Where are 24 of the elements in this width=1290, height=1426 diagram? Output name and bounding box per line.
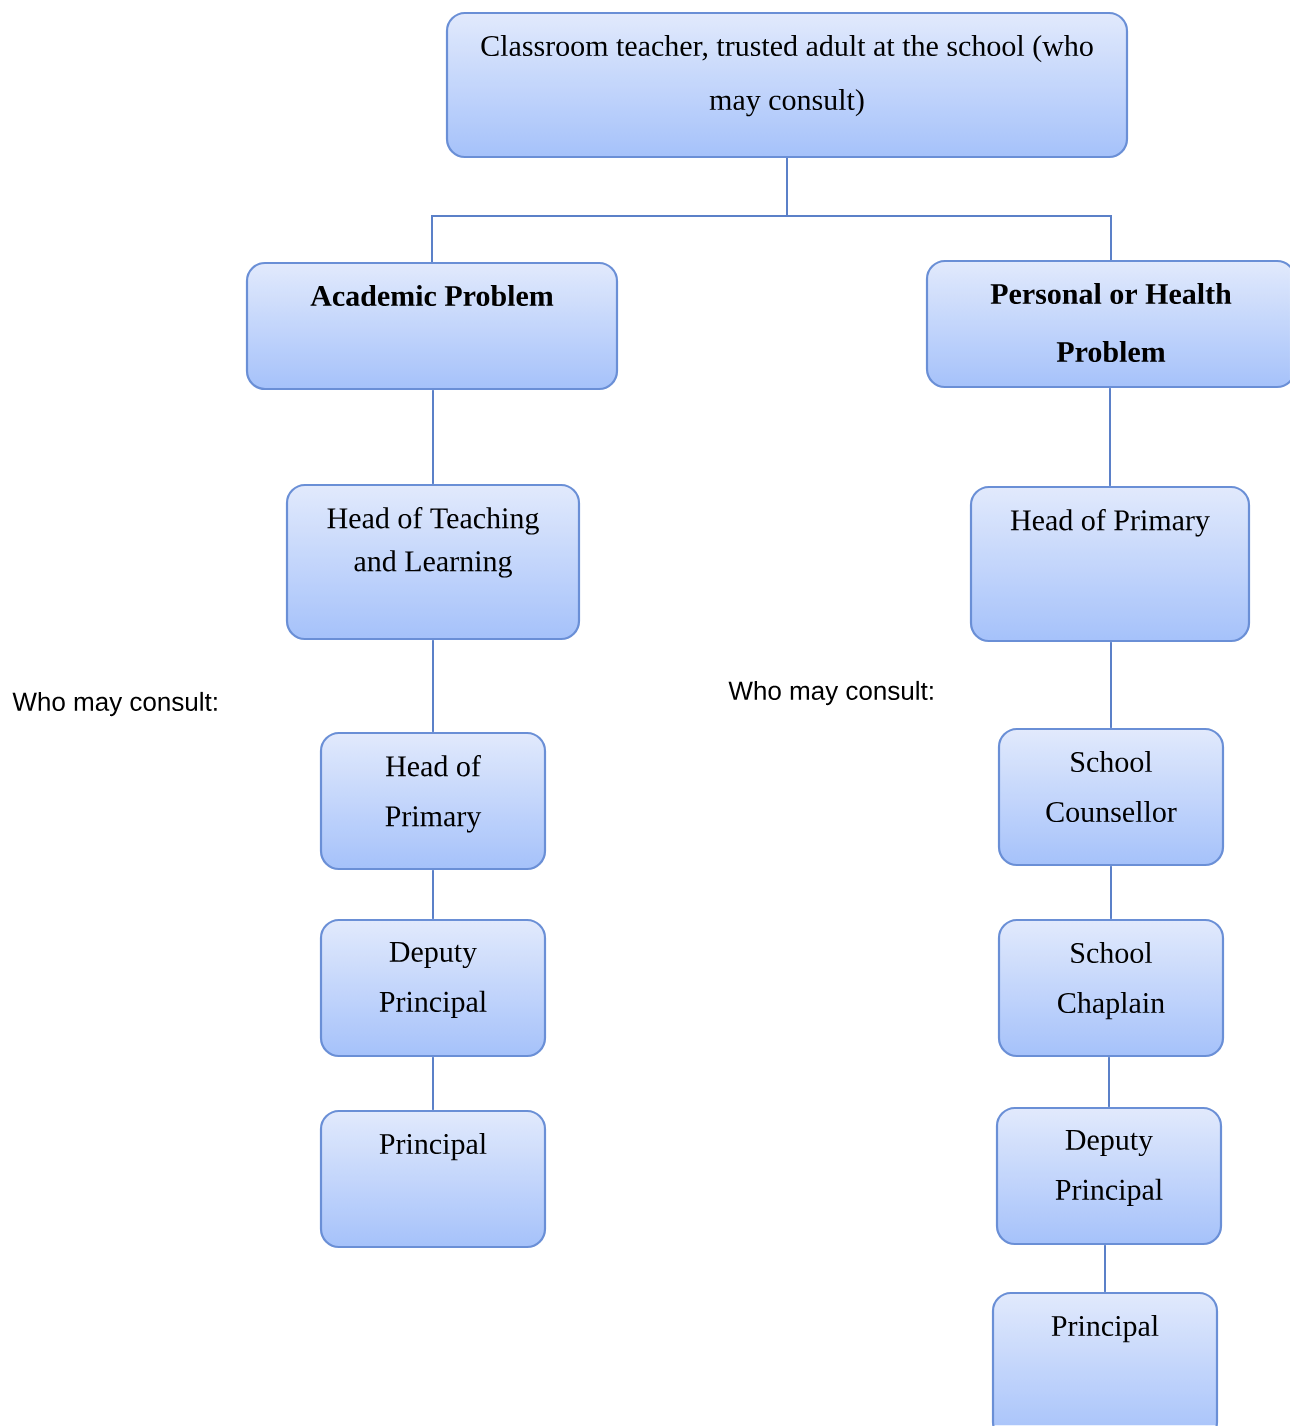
connector-line (432, 1056, 434, 1111)
connector-line (786, 157, 1112, 261)
connector-line (432, 389, 434, 485)
process-box: Head of Primary (969, 485, 1251, 643)
process-box: Deputy Principal (995, 1106, 1223, 1246)
process-box: Head of Teaching and Learning (285, 483, 581, 641)
connector-line (1108, 1056, 1110, 1108)
process-box: School Counsellor (997, 727, 1225, 867)
process-box: School Chaplain (997, 918, 1225, 1058)
connector-line (1110, 865, 1112, 920)
connector-line (1110, 641, 1112, 729)
connector-line (432, 869, 434, 920)
process-box: Classroom teacher, trusted adult at the school (who may consult) (445, 11, 1129, 159)
note-text: Who may consult: (12, 691, 217, 717)
connector-line (1104, 1244, 1106, 1293)
process-box: Head of Primary (319, 731, 547, 871)
process-box: Deputy Principal (319, 918, 547, 1058)
note-text: Who may consult: (728, 680, 933, 706)
connector-line (432, 639, 434, 733)
process-box: Principal (991, 1291, 1219, 1426)
process-box: Personal or Health Problem (925, 259, 1290, 389)
connector-line (1109, 387, 1111, 487)
process-box: Principal (319, 1109, 547, 1249)
process-box: Academic Problem (245, 261, 619, 391)
